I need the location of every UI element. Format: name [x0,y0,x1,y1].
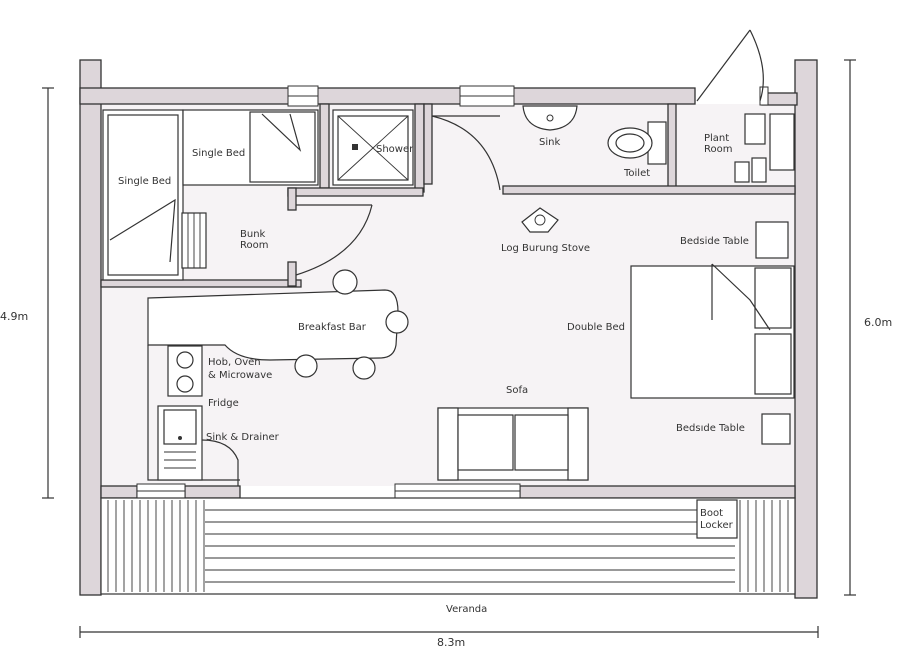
label-sink-drainer: Sink & Drainer [206,432,280,443]
kitchen [147,345,240,486]
dimension-label-left: 4.9m [0,310,28,323]
label-veranda: Veranda [446,604,487,615]
sofa [437,407,589,481]
dimension-bottom [79,626,819,638]
label-double-bed: Double Bed [567,322,625,333]
bedside-table-top [755,221,789,259]
label-log-burning-stove: Log Burung Stove [501,243,590,254]
veranda-deck [100,497,796,595]
interior-walls [100,103,796,288]
windows [136,85,769,499]
double-bed [630,263,795,399]
breakfast-bar [147,269,409,380]
label-plant-room-line1: Plant [704,133,729,144]
shower [332,109,414,186]
plant-room-equipment [734,113,795,183]
log-burning-stove [521,207,559,233]
dimension-right [844,59,856,596]
label-hob-line1: Hob, Oven [208,357,261,368]
bathroom-sink [522,105,578,131]
label-single-bed-left: Single Bed [118,176,171,187]
label-single-bed-top: Single Bed [192,148,245,159]
label-shower: Shower [376,144,414,155]
toilet [607,121,667,165]
label-boot-locker-line2: Locker [700,520,734,531]
dimension-label-right: 6.0m [864,316,892,329]
dimension-left [42,87,54,499]
label-toilet: Toilet [623,168,650,179]
label-bedside-table-top: Bedside Table [680,236,749,247]
bedside-table-bottom [761,413,791,445]
label-sink: Sink [539,137,560,148]
label-bunk-room-line2: Room [240,240,268,251]
label-boot-locker-line1: Boot [700,508,723,519]
label-hob-line2: & Microwave [208,370,272,381]
boot-locker [696,499,738,539]
label-sofa: Sofa [506,385,528,396]
label-breakfast-bar: Breakfast Bar [298,322,367,333]
bunk-beds [102,109,319,281]
dimension-label-bottom: 8.3m [437,636,465,649]
label-bedside-table-bottom: Bedsıde Table [676,423,745,434]
label-plant-room-line2: Room [704,144,732,155]
label-bunk-room-line1: Bunk [240,229,266,240]
label-fridge: Fridge [208,398,239,409]
